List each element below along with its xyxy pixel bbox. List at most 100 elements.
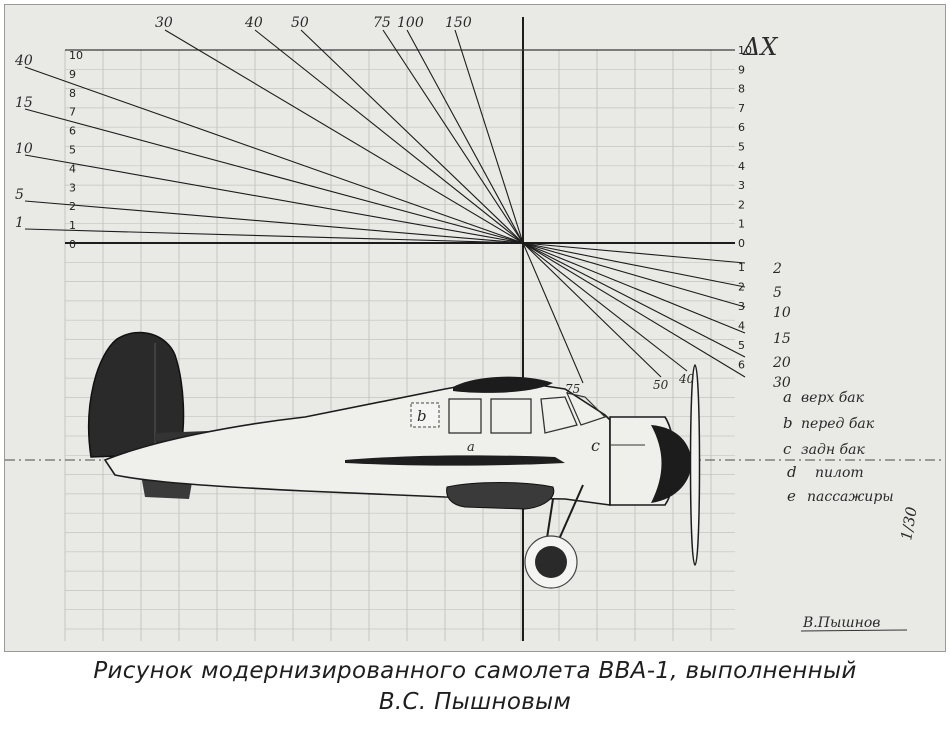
ray-line <box>454 29 524 244</box>
ray-line <box>522 242 746 288</box>
right-tick-label: 5 <box>738 141 745 154</box>
ray-line <box>522 242 746 378</box>
cabin-mark-b: b <box>417 407 427 425</box>
legend-key-c: c <box>783 440 792 458</box>
ray-lines <box>24 29 746 384</box>
left-tick-label: 6 <box>69 125 76 138</box>
left-tick-label: 3 <box>69 181 76 194</box>
propeller <box>689 364 701 566</box>
caption-line-1: Рисунок модернизированного самолета ВВА-… <box>93 658 857 684</box>
left-tick-label: 7 <box>69 106 76 119</box>
left-tick-label: 9 <box>69 68 76 81</box>
fuselage-stripe <box>345 455 565 466</box>
left-tick-label: 5 <box>69 144 76 157</box>
right-bottom-tick-label: 2 <box>738 281 745 294</box>
legend-text-b: перед бак <box>801 416 875 432</box>
right-bottom-ray-label: 20 <box>772 355 791 371</box>
legend: a верх бак b перед бак c задн бак d пило… <box>783 388 894 505</box>
ray-line <box>24 154 524 244</box>
top-ray-label: 100 <box>397 15 424 31</box>
right-tick-label: 3 <box>738 179 745 192</box>
right-tick-label: 1 <box>738 218 745 231</box>
left-ray-label: 15 <box>15 95 33 111</box>
right-tick-label: 8 <box>738 83 745 96</box>
left-tick-label: 8 <box>69 87 76 100</box>
scale-label: 1/30 <box>897 505 921 542</box>
signature-underline <box>800 629 908 632</box>
left-ray-label: 10 <box>15 141 33 157</box>
top-ray-label: 50 <box>291 15 309 31</box>
right-bottom-ray-label: 30 <box>773 375 791 391</box>
right-bottom-ray-label: 15 <box>773 331 791 347</box>
legend-text-a: верх бак <box>801 390 865 406</box>
right-bottom-ray-label: 2 <box>772 261 782 277</box>
top-ray-label: 75 <box>373 15 391 31</box>
signature: В.Пышнов <box>802 615 880 631</box>
right-bottom-ray-label: 5 <box>773 285 782 301</box>
left-tick-label: 1 <box>69 219 76 232</box>
ray-line <box>300 29 524 244</box>
ray-line <box>24 200 524 244</box>
wheel-tire <box>535 546 567 578</box>
lower-wing <box>446 482 555 510</box>
legend-key-e: e <box>787 487 796 505</box>
legend-text-c: задн бак <box>801 442 865 458</box>
ray-line <box>522 242 746 334</box>
right-tick-label: 10 <box>738 44 752 57</box>
ray-line <box>382 29 524 244</box>
legend-key-d: d <box>787 463 797 481</box>
left-ray-label: 1 <box>15 215 24 231</box>
ray-line <box>254 29 524 244</box>
ray-line <box>24 108 524 244</box>
top-ray-label: 150 <box>445 15 472 31</box>
left-tick-label: 4 <box>69 162 76 175</box>
cabin-mark-box <box>410 402 440 428</box>
right-tick-label: 7 <box>738 102 745 115</box>
right-bottom-tick-label: 1 <box>738 261 745 274</box>
left-ray-label: 5 <box>15 187 24 203</box>
cabin-window-2 <box>490 398 532 434</box>
legend-text-e: пассажиры <box>807 489 894 505</box>
ray-line <box>164 29 524 244</box>
upper-wing <box>453 376 553 393</box>
right-bottom-tick-label: 6 <box>738 359 745 372</box>
figure-caption: Рисунок модернизированного самолета ВВА-… <box>0 656 950 739</box>
ray-line <box>406 29 524 244</box>
ray-line <box>522 242 662 378</box>
legend-key-b: b <box>783 414 793 432</box>
near-plane-label-50: 50 <box>653 378 669 392</box>
right-tick-label: 4 <box>738 160 745 173</box>
windshield <box>565 392 607 426</box>
top-ray-label: 40 <box>244 15 263 31</box>
delta-x-label: ΔX <box>742 33 778 61</box>
right-tick-label: 9 <box>738 63 745 76</box>
right-tick-label: 2 <box>738 198 745 211</box>
legend-key-a: a <box>783 388 792 406</box>
top-ray-label: 30 <box>155 15 173 31</box>
legend-text-d: пилот <box>815 465 864 481</box>
right-bottom-ray-labels: 2 5 10 15 20 30 <box>772 261 791 391</box>
aircraft: b a c 75 50 40 <box>88 331 701 589</box>
ray-line <box>522 242 584 384</box>
ray-line <box>522 242 746 358</box>
ray-line <box>24 66 524 244</box>
tail-fin <box>88 331 185 458</box>
ray-line <box>24 228 524 244</box>
spinner <box>651 425 692 503</box>
left-tick-label: 2 <box>69 200 76 213</box>
right-tick-label: 6 <box>738 121 745 134</box>
near-plane-label-75: 75 <box>565 382 580 396</box>
left-tick-label: 0 <box>69 238 76 251</box>
left-ray-labels: 40 15 10 5 1 <box>14 53 33 231</box>
cabin-window-3 <box>540 396 578 434</box>
caption-line-2: В.С. Пышновым <box>378 689 572 715</box>
right-bottom-ray-label: 10 <box>773 305 791 321</box>
ray-line <box>522 242 746 264</box>
right-bottom-tick-label: 3 <box>738 300 745 313</box>
left-ray-label: 40 <box>14 53 33 69</box>
